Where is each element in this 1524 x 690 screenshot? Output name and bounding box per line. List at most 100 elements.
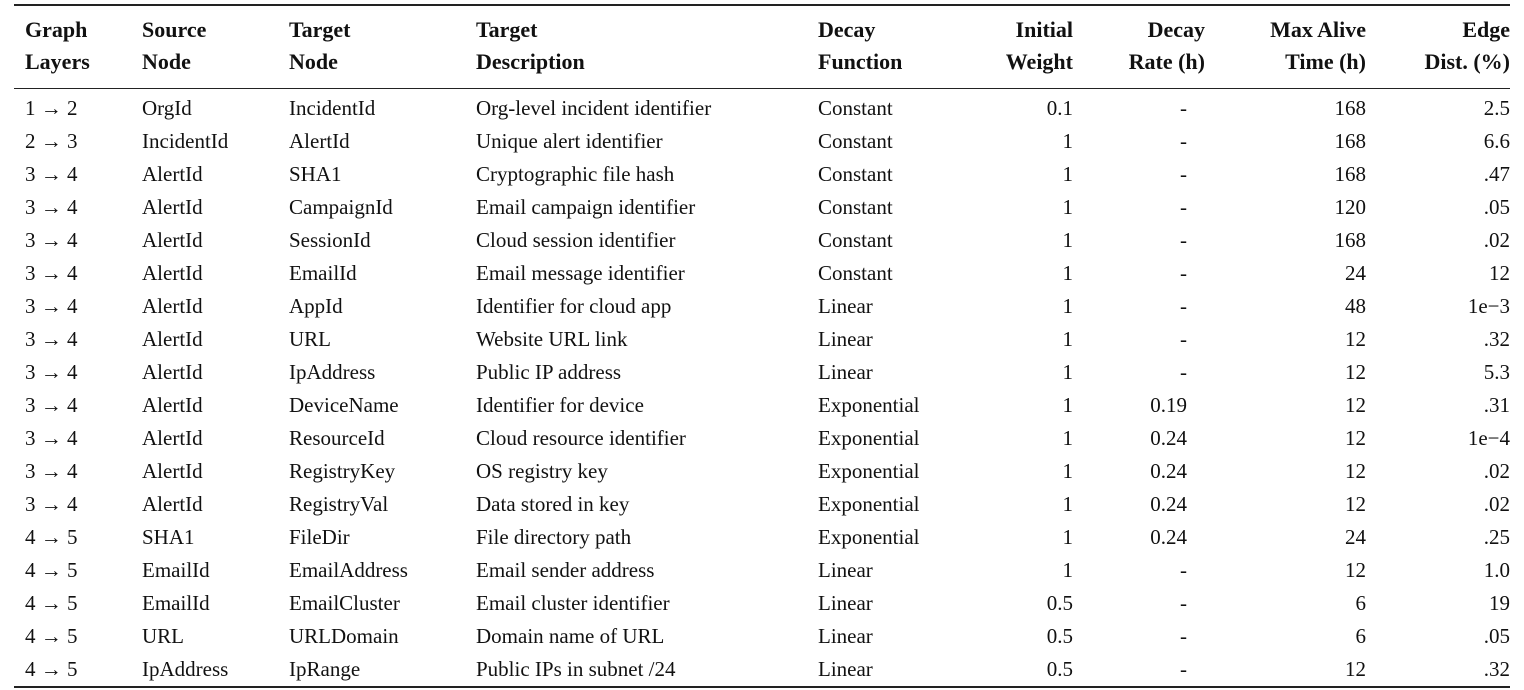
cell-edge-dist: .32 [1483, 327, 1510, 351]
cell-target-node: IpRange [289, 657, 361, 681]
cell-target-description: Cryptographic file hash [476, 162, 675, 186]
cell-target-description: Data stored in key [476, 492, 630, 516]
cell-source-node: AlertId [142, 195, 203, 219]
cell-max-alive-time: 168 [1334, 96, 1367, 120]
cell-initial-weight: 0.5 [1046, 657, 1073, 681]
header-graph-layers-line: Layers [25, 49, 90, 74]
cell-graph-layers: 2 → 3 [25, 129, 78, 153]
cell-graph-layers: 4 → 5 [25, 624, 78, 648]
cell-max-alive-time: 6 [1355, 624, 1367, 648]
cell-decay-rate: - [1180, 228, 1187, 252]
cell-graph-layers: 3 → 4 [25, 393, 78, 417]
cell-target-node: IncidentId [289, 96, 376, 120]
cell-max-alive-time: 168 [1334, 228, 1367, 252]
cell-initial-weight: 1 [1062, 360, 1074, 384]
cell-edge-dist: .47 [1483, 162, 1510, 186]
header-decay-rate-line: Rate (h) [1128, 49, 1205, 74]
cell-max-alive-time: 24 [1345, 261, 1366, 285]
cell-target-node: IpAddress [289, 360, 376, 384]
cell-decay-function: Linear [818, 591, 873, 615]
cell-graph-layers: 4 → 5 [25, 591, 78, 615]
cell-decay-function: Exponential [818, 525, 920, 549]
cell-target-node: ResourceId [289, 426, 385, 450]
cell-graph-layers: 3 → 4 [25, 228, 78, 252]
header-decay-rate-line: Decay [1147, 17, 1205, 42]
cell-graph-layers: 3 → 4 [25, 492, 78, 516]
cell-graph-layers: 3 → 4 [25, 327, 78, 351]
cell-edge-dist: .02 [1483, 492, 1510, 516]
cell-initial-weight: 0.5 [1046, 624, 1073, 648]
cell-decay-rate: 0.24 [1150, 492, 1187, 516]
cell-target-description: Email cluster identifier [476, 591, 670, 615]
cell-edge-dist: .05 [1483, 624, 1510, 648]
cell-initial-weight: 1 [1062, 558, 1074, 582]
cell-target-node: RegistryVal [289, 492, 389, 516]
cell-target-description: Org-level incident identifier [476, 96, 712, 120]
cell-target-node: EmailId [289, 261, 357, 285]
cell-decay-rate: - [1180, 261, 1187, 285]
cell-target-node: FileDir [289, 525, 350, 549]
cell-decay-rate: - [1180, 657, 1187, 681]
cell-graph-layers: 3 → 4 [25, 294, 78, 318]
header-target-description-line: Target [476, 17, 538, 42]
cell-edge-dist: .05 [1483, 195, 1510, 219]
cell-target-node: URLDomain [289, 624, 399, 648]
cell-source-node: EmailId [142, 558, 210, 582]
cell-target-description: Email campaign identifier [476, 195, 696, 219]
cell-target-node: RegistryKey [289, 459, 396, 483]
header-decay-function-line: Function [818, 49, 903, 74]
cell-edge-dist: .31 [1483, 393, 1510, 417]
cell-decay-function: Exponential [818, 426, 920, 450]
cell-graph-layers: 3 → 4 [25, 195, 78, 219]
cell-edge-dist: 5.3 [1483, 360, 1510, 384]
cell-target-description: Email sender address [476, 558, 655, 582]
header-source-node-line: Node [142, 49, 191, 74]
cell-decay-rate: - [1180, 195, 1187, 219]
cell-decay-function: Constant [818, 195, 893, 219]
cell-edge-dist: 1e−4 [1467, 426, 1510, 450]
cell-max-alive-time: 120 [1334, 195, 1367, 219]
cell-graph-layers: 4 → 5 [25, 558, 78, 582]
header-max-alive-time-line: Time (h) [1285, 49, 1366, 74]
cell-initial-weight: 1 [1062, 525, 1074, 549]
header-edge-dist-line: Dist. (%) [1424, 49, 1510, 74]
cell-max-alive-time: 48 [1345, 294, 1366, 318]
cell-decay-rate: - [1180, 558, 1187, 582]
cell-target-description: Cloud resource identifier [476, 426, 686, 450]
header-source-node-line: Source [142, 17, 207, 42]
cell-decay-function: Linear [818, 327, 873, 351]
header-edge-dist-line: Edge [1462, 17, 1510, 42]
cell-decay-rate: - [1180, 96, 1187, 120]
table-row: 4 → 5 EmailId EmailAddress Email sender add… [14, 554, 1510, 587]
cell-max-alive-time: 12 [1345, 657, 1366, 681]
cell-target-node: EmailAddress [289, 558, 408, 582]
cell-target-description: OS registry key [476, 459, 608, 483]
cell-source-node: AlertId [142, 426, 203, 450]
cell-max-alive-time: 12 [1345, 492, 1366, 516]
cell-source-node: AlertId [142, 261, 203, 285]
cell-source-node: AlertId [142, 393, 203, 417]
cell-initial-weight: 1 [1062, 228, 1074, 252]
cell-max-alive-time: 168 [1334, 162, 1367, 186]
cell-source-node: AlertId [142, 162, 203, 186]
cell-decay-rate: - [1180, 591, 1187, 615]
cell-decay-function: Constant [818, 228, 893, 252]
cell-initial-weight: 1 [1062, 492, 1074, 516]
cell-graph-layers: 3 → 4 [25, 360, 78, 384]
cell-edge-dist: .32 [1483, 657, 1510, 681]
cell-target-description: Public IPs in subnet /24 [476, 657, 676, 681]
